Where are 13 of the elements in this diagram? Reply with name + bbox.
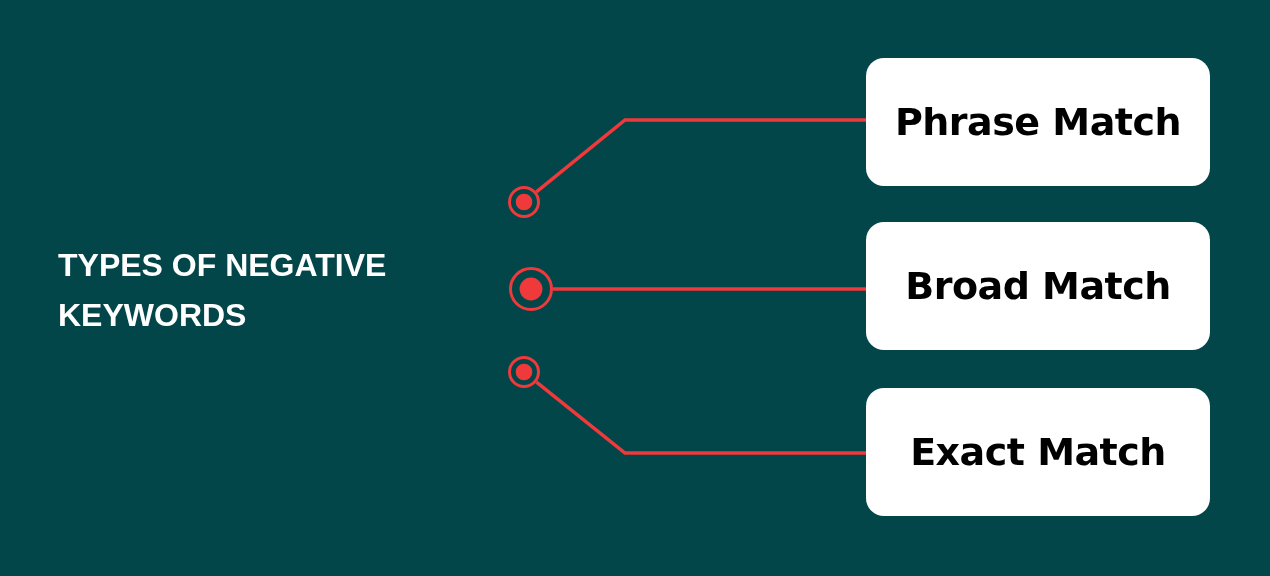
diagram-title: TYPES OF NEGATIVE KEYWORDS (58, 246, 388, 335)
connector-line (553, 287, 866, 291)
connector-line (535, 118, 866, 194)
target-dot-icon (509, 267, 553, 311)
match-type-label: Broad Match (905, 264, 1171, 308)
connector-line (535, 380, 866, 455)
match-type-label: Exact Match (910, 430, 1166, 474)
match-type-card (866, 388, 1210, 516)
target-dot-icon (508, 186, 540, 218)
match-type-card (866, 58, 1210, 186)
match-type-label: Phrase Match (894, 100, 1182, 144)
target-dot-icon (508, 356, 540, 388)
match-type-card (866, 222, 1210, 350)
